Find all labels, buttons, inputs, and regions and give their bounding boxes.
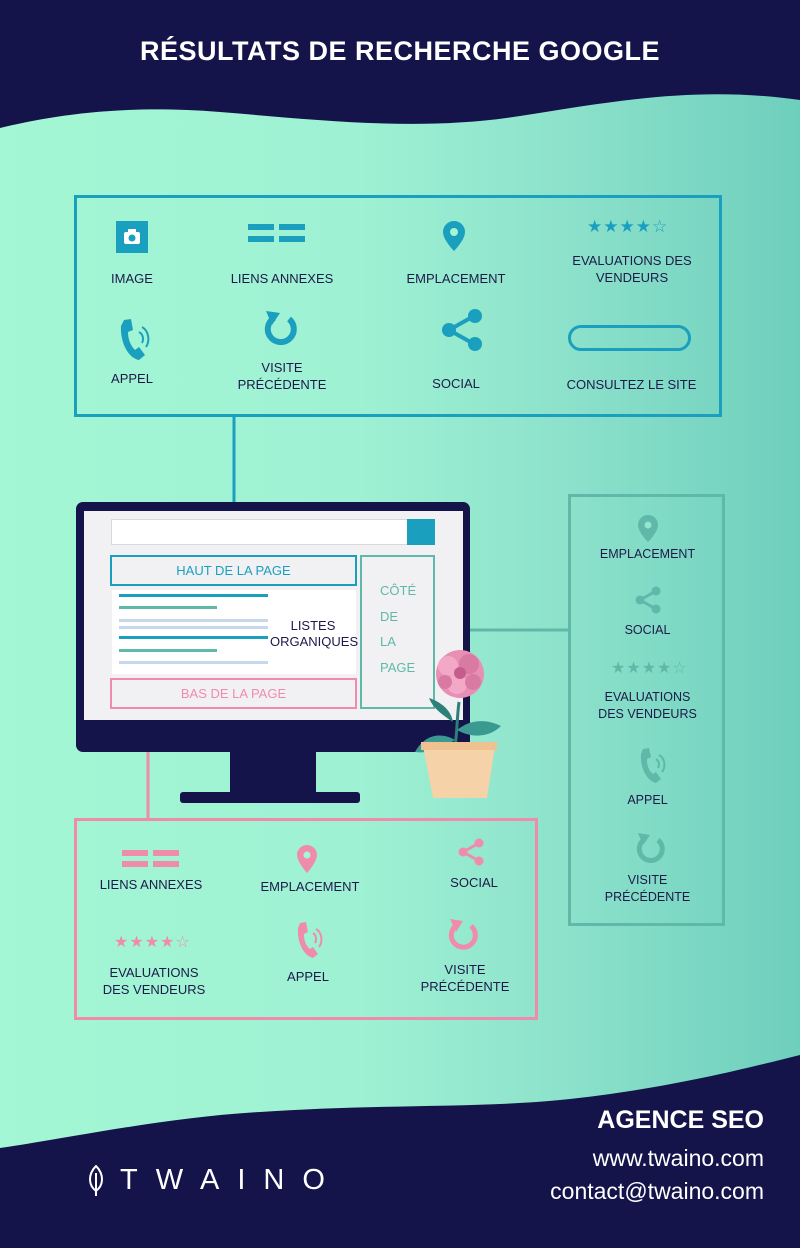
top-label-sitelinks: LIENS ANNEXES	[230, 271, 334, 286]
location-pin-icon	[638, 515, 658, 542]
bottom-label-previous-visit: VISITE PRÉCÉDENTE	[420, 962, 510, 994]
visit-site-pill-icon	[568, 325, 691, 351]
phone-icon	[297, 922, 323, 958]
side-label-previous-visit: VISITE PRÉCÉDENTE	[604, 873, 691, 904]
top-features-panel	[74, 195, 722, 417]
search-button[interactable]	[407, 519, 435, 545]
side-of-page-box	[360, 555, 435, 709]
footer-agency-title: AGENCE SEO	[597, 1106, 764, 1134]
phone-icon	[640, 748, 666, 783]
organic-listings-box	[112, 590, 356, 674]
rating-stars-icon: ★★★★☆	[587, 217, 669, 236]
page-title: RÉSULTATS DE RECHERCHE GOOGLE	[139, 36, 661, 66]
refresh-icon	[264, 311, 297, 346]
top-label-location: EMPLACEMENT	[406, 271, 506, 286]
organic-listings-label: LISTES ORGANIQUES	[270, 618, 359, 649]
side-label-ratings: EVALUATIONS DES VENDEURS	[598, 690, 697, 721]
footer-email-link[interactable]: contact@twaino.com	[550, 1178, 764, 1204]
bottom-label-ratings: EVALUATIONS DES VENDEURS	[102, 965, 206, 997]
top-label-visit-site: CONSULTEZ LE SITE	[566, 377, 697, 392]
top-of-page-label: HAUT DE LA PAGE	[176, 563, 291, 578]
refresh-icon	[448, 919, 478, 950]
top-label-image: IMAGE	[111, 271, 153, 286]
side-label-call: APPEL	[627, 793, 668, 807]
monitor-base	[180, 792, 360, 803]
rating-stars-icon: ★★★★☆	[611, 660, 688, 677]
location-pin-icon	[443, 221, 465, 251]
bottom-of-page-box	[110, 678, 357, 709]
side-features-panel	[568, 494, 725, 926]
bottom-label-sitelinks: LIENS ANNEXES	[99, 877, 203, 892]
flower-pot-illustration	[415, 650, 501, 798]
brand-logo-text: TWAINO	[120, 1164, 343, 1196]
side-of-page-label: CÔTÉ DE LA PAGE	[380, 583, 417, 675]
camera-icon	[116, 221, 148, 253]
rating-stars-icon: ★★★★☆	[114, 934, 191, 951]
top-of-page-box	[110, 555, 357, 586]
side-label-location: EMPLACEMENT	[599, 547, 696, 561]
phone-icon	[120, 319, 150, 360]
share-icon	[635, 586, 661, 614]
top-label-previous-visit: VISITE PRÉCÉDENTE	[237, 360, 327, 392]
bottom-of-page-label: BAS DE LA PAGE	[180, 686, 287, 701]
organic-result-lines	[119, 594, 268, 664]
bottom-label-social: SOCIAL	[450, 875, 498, 890]
refresh-icon	[636, 833, 665, 863]
top-label-social: SOCIAL	[432, 376, 480, 391]
top-label-ratings: EVALUATIONS DES VENDEURS	[572, 253, 692, 285]
sitelinks-icon	[248, 224, 305, 242]
search-bar[interactable]	[111, 519, 409, 545]
location-pin-icon	[297, 845, 317, 873]
top-label-call: APPEL	[111, 371, 153, 386]
bottom-label-location: EMPLACEMENT	[260, 879, 360, 894]
share-icon	[442, 309, 482, 351]
share-icon	[458, 838, 484, 866]
side-label-social: SOCIAL	[624, 623, 671, 637]
sitelinks-icon	[122, 850, 179, 867]
leaf-logo-icon	[89, 1165, 103, 1196]
bottom-features-panel	[74, 818, 538, 1020]
monitor-neck	[230, 752, 316, 792]
footer-website-link[interactable]: www.twaino.com	[592, 1145, 764, 1171]
bottom-label-call: APPEL	[287, 969, 329, 984]
